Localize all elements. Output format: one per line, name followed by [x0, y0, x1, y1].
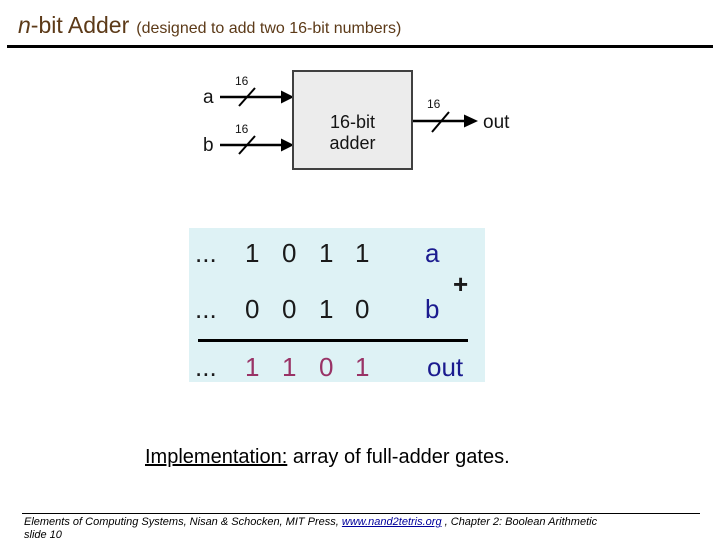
adder-block-diagram: a b 16 16 16 out 16-bit adder: [190, 62, 525, 187]
page-title: n-bit Adder (designed to add two 16-bit n…: [18, 12, 401, 39]
row-out-ellipsis: ...: [195, 352, 217, 382]
input-b-arrowhead-icon: [281, 138, 294, 152]
row-a-bit: 0: [282, 238, 297, 268]
bus-width-out-label: 16: [427, 97, 441, 111]
adder-box: 16-bit adder: [292, 70, 413, 170]
title-main-text: -bit Adder: [30, 12, 130, 38]
footer-citation-start: Elements of Computing Systems, Nisan & S…: [24, 516, 342, 528]
row-out-bit: 1: [282, 352, 297, 382]
input-b-bus-slash-icon: [238, 135, 256, 155]
row-a-bit: 1: [355, 238, 370, 268]
row-out-bit: 0: [319, 352, 334, 382]
input-b-label: b: [203, 135, 214, 156]
row-b-bit: 0: [282, 294, 297, 324]
row-out-bit: 1: [355, 352, 370, 382]
title-italic-n: n: [18, 12, 31, 38]
title-subtitle: (designed to add two 16-bit numbers): [136, 20, 402, 37]
row-out-label: out: [427, 352, 464, 382]
adder-box-line2: adder: [329, 133, 376, 153]
input-a-arrowhead-icon: [281, 90, 294, 104]
footer-citation-end: , Chapter 2: Boolean Arithmetic: [441, 516, 598, 528]
input-a-bus-slash-icon: [238, 87, 256, 107]
title-divider-line: [7, 45, 713, 48]
footer-divider-line: [22, 513, 700, 514]
bus-width-b-label: 16: [235, 122, 249, 136]
row-a-bit: 1: [245, 238, 260, 268]
plus-sign: +: [453, 269, 469, 299]
adder-box-line1: 16-bit: [329, 112, 376, 132]
row-b-bit: 1: [319, 294, 334, 324]
output-bus-slash-icon: [431, 111, 450, 133]
row-b-bit: 0: [245, 294, 260, 324]
adder-wiring-graphic: [220, 87, 478, 155]
nand2tetris-link[interactable]: www.nand2tetris.org: [341, 516, 442, 528]
row-a-label: a: [425, 238, 440, 268]
slide-number: slide 10: [24, 529, 62, 540]
output-label: out: [483, 112, 510, 133]
row-b-label: b: [425, 294, 440, 324]
row-b-ellipsis: ...: [195, 294, 217, 324]
row-out-bit: 1: [245, 352, 260, 382]
row-b-bit: 0: [355, 294, 370, 324]
output-arrowhead-icon: [464, 114, 478, 128]
sum-rule-line: [198, 339, 468, 342]
input-a-label: a: [203, 87, 214, 108]
implementation-note: Implementation: array of full-adder gate…: [145, 446, 510, 469]
row-a-bit: 1: [319, 238, 334, 268]
row-a-ellipsis: ...: [195, 238, 217, 268]
implementation-rest: array of full-adder gates.: [287, 446, 510, 468]
implementation-lead: Implementation:: [145, 446, 288, 468]
bus-width-a-label: 16: [235, 74, 249, 88]
binary-addition-table: ... 1 0 1 1 a + ... 0 0 1 0 b ... 1 1 0 …: [189, 228, 485, 382]
footer-citation: Elements of Computing Systems, Nisan & S…: [24, 516, 597, 528]
